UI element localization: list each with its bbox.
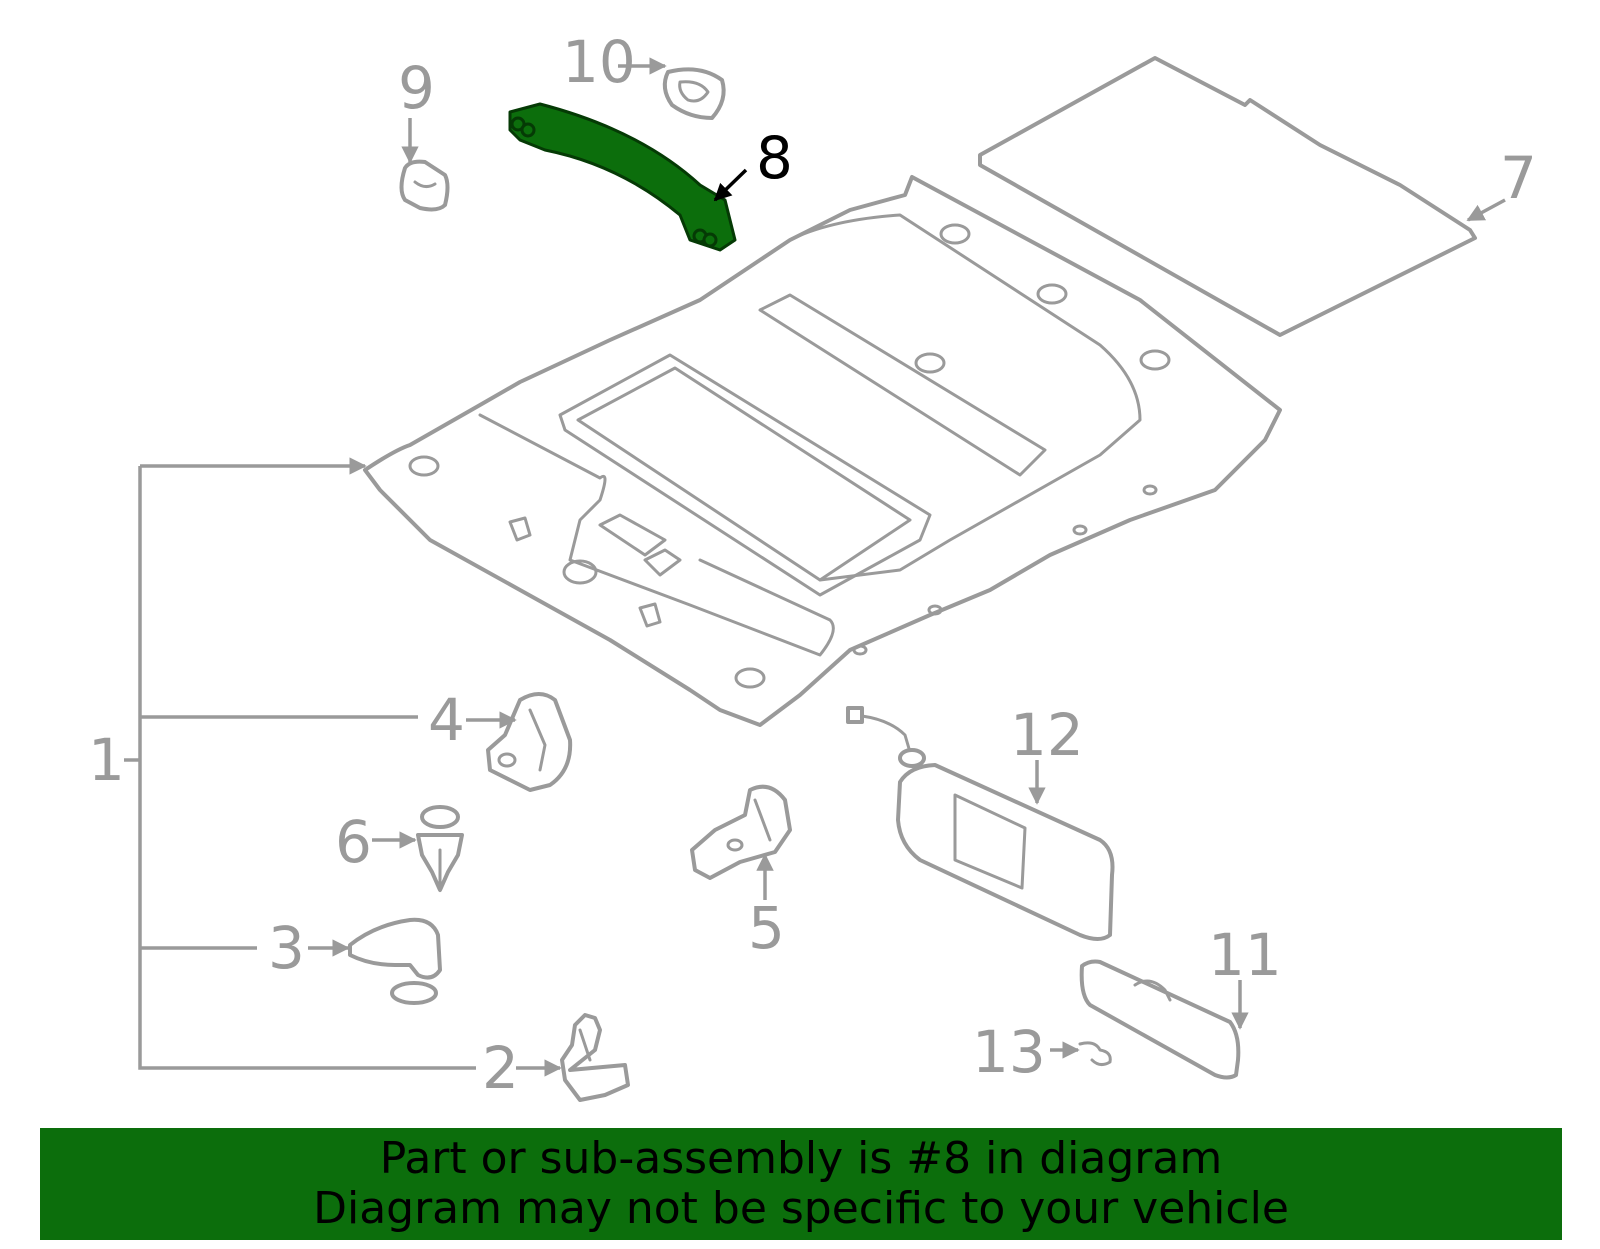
callout-13: 13: [972, 1018, 1046, 1086]
part-10-bezel[interactable]: [662, 67, 726, 120]
callout-5: 5: [748, 894, 785, 962]
callout-12: 12: [1010, 701, 1084, 769]
part-5-bracket[interactable]: [690, 784, 792, 880]
callout-1-bracket: [124, 457, 476, 1070]
part-6-clip[interactable]: [416, 805, 464, 892]
callout-9: 9: [398, 54, 435, 122]
part-2-clip[interactable]: [560, 1013, 630, 1102]
part-12-sun-visor[interactable]: [846, 706, 1115, 941]
callout-4: 4: [428, 686, 465, 754]
callout-leaders: [308, 57, 1506, 1077]
callout-11: 11: [1208, 921, 1282, 989]
callout-7: 7: [1500, 144, 1537, 212]
part-13-clip[interactable]: [1078, 1041, 1112, 1067]
callout-1: 1: [88, 726, 125, 794]
callout-8: 8: [756, 124, 793, 192]
part-8-grab-handle[interactable]: [508, 102, 737, 252]
part-1-headliner[interactable]: [363, 175, 1282, 727]
part-3-hook[interactable]: [348, 917, 442, 1005]
part-info-banner: Part or sub-assembly is #8 in diagram Di…: [40, 1128, 1562, 1240]
callout-10: 10: [562, 28, 636, 96]
callout-2: 2: [482, 1034, 519, 1102]
part-4-bracket[interactable]: [486, 692, 573, 792]
part-11-mirror[interactable]: [1079, 959, 1241, 1080]
part-7-roof-pad[interactable]: [978, 56, 1477, 337]
callout-3: 3: [268, 914, 305, 982]
banner-line-1: Part or sub-assembly is #8 in diagram: [379, 1133, 1223, 1184]
banner-line-2: Diagram may not be specific to your vehi…: [313, 1183, 1289, 1234]
part-9-cap[interactable]: [399, 159, 450, 212]
callout-6: 6: [335, 808, 372, 876]
callout-labels: 1 2 3 4 5 6 7 8 9 10 11 12 13: [88, 28, 1537, 1102]
